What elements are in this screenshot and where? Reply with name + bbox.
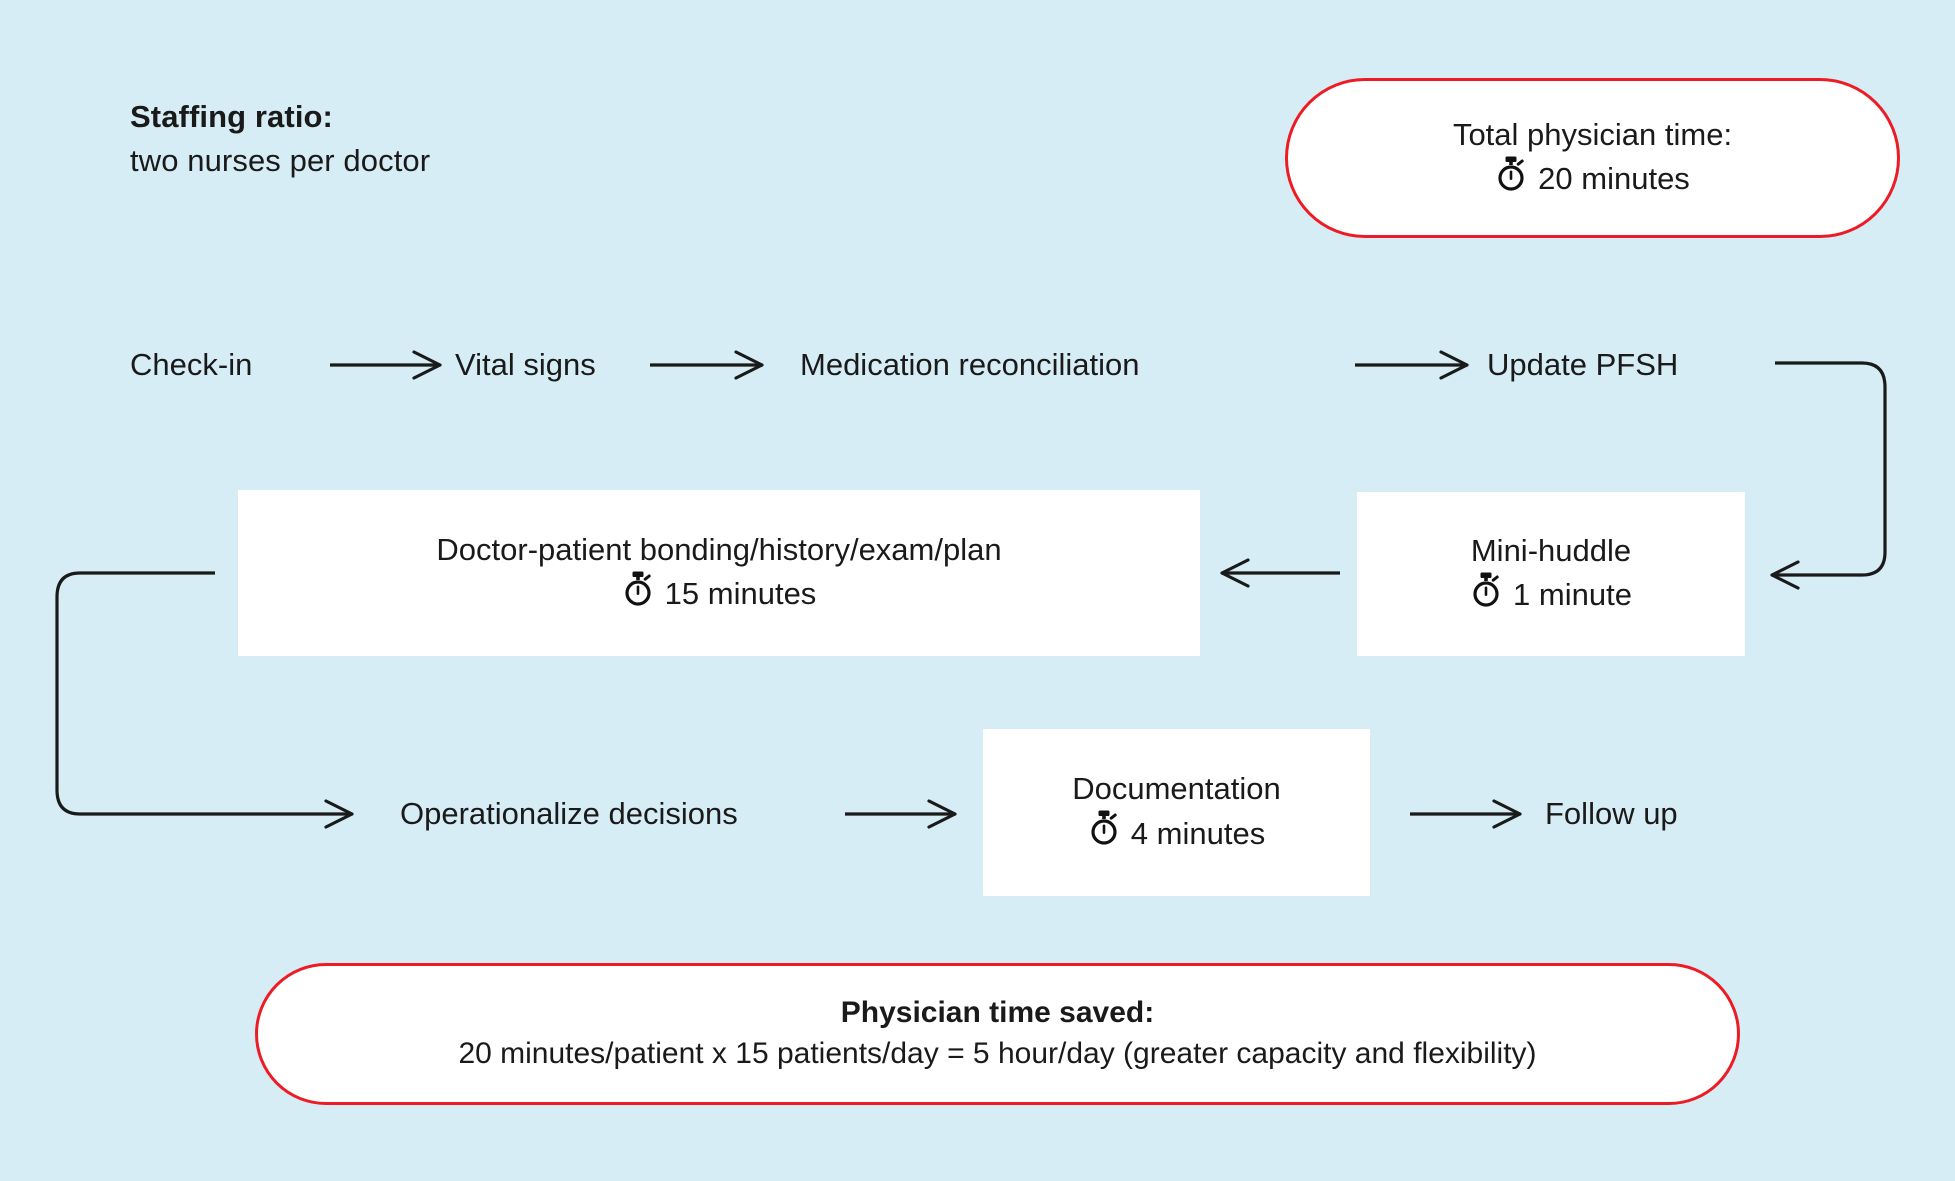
stopwatch-icon [1470,572,1502,619]
physician-time-saved-title: Physician time saved: [840,996,1155,1030]
mini-huddle-label: Mini-huddle [1470,532,1632,568]
doctor-patient-bonding-time: 15 minutes [664,576,817,611]
staffing-ratio-title: Staffing ratio: [130,99,333,134]
flow-step-check-in: Check-in [130,347,253,382]
arrow-medrec-to-pfsh [1355,350,1469,380]
staffing-ratio-note: Staffing ratio: two nurses per doctor [130,95,650,183]
stopwatch-icon [1088,810,1120,857]
mini-huddle-time: 1 minute [1513,577,1632,612]
documentation-time: 4 minutes [1130,815,1266,851]
arrow-vitals-to-medrec [650,350,764,380]
elbow-pfsh-to-minihuddle [1770,361,1887,590]
physician-time-saved-pill: Physician time saved: 20 minutes/patient… [255,963,1740,1105]
process-box-documentation: Documentation 4 minutes [983,729,1370,896]
total-physician-time-value-row: 20 minutes [1495,156,1690,202]
stopwatch-icon [1495,156,1527,202]
mini-huddle-time-row: 1 minute [1470,572,1632,619]
total-physician-time-pill: Total physician time: 20 minutes [1285,78,1900,238]
arrow-documentation-to-followup [1410,799,1522,829]
staffing-ratio-detail: two nurses per doctor [130,143,431,179]
total-physician-time-label: Total physician time: [1452,117,1733,153]
arrow-operationalize-to-documentation [845,799,957,829]
flow-step-update-pfsh: Update PFSH [1487,347,1679,382]
flow-step-medication-reconciliation: Medication reconciliation [800,347,1140,382]
stopwatch-icon [622,571,654,618]
flow-step-follow-up: Follow up [1545,796,1678,831]
arrow-minihuddle-to-bonding [1220,558,1340,588]
documentation-label: Documentation [1072,771,1281,807]
doctor-patient-bonding-label: Doctor-patient bonding/history/exam/plan [436,531,1002,567]
process-box-doctor-patient-bonding: Doctor-patient bonding/history/exam/plan… [238,490,1200,656]
total-physician-time-value: 20 minutes [1538,161,1690,196]
doctor-patient-bonding-time-row: 15 minutes [622,571,817,618]
flow-step-vital-signs: Vital signs [455,347,596,382]
process-box-mini-huddle: Mini-huddle 1 minute [1357,492,1745,656]
arrow-checkin-to-vitals [330,350,442,380]
physician-time-saved-detail: 20 minutes/patient x 15 patients/day = 5… [458,1037,1537,1070]
flow-step-operationalize-decisions: Operationalize decisions [400,796,738,831]
documentation-time-row: 4 minutes [1088,810,1265,857]
